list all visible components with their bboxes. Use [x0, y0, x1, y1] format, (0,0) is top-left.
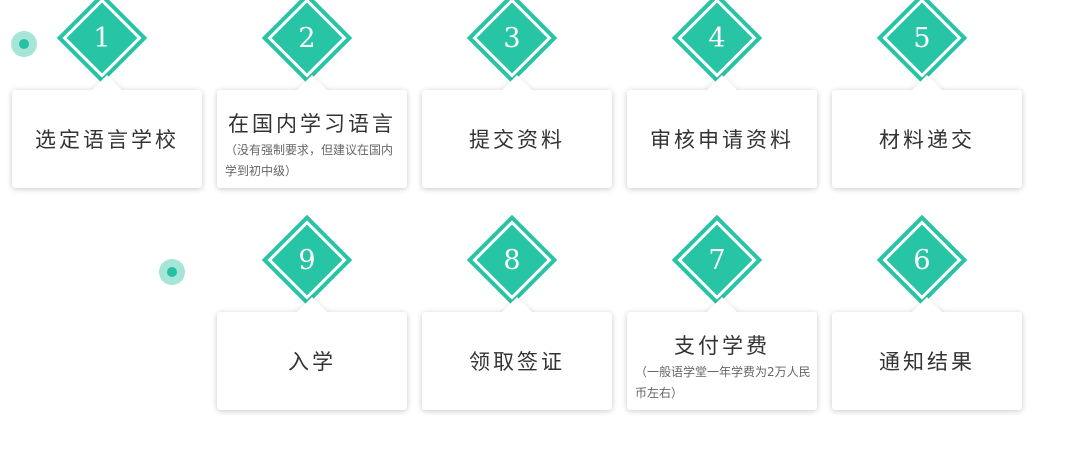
step-title: 在国内学习语言 [228, 112, 396, 136]
step-number: 4 [708, 22, 726, 54]
timeline-dot-top-inner [19, 39, 29, 49]
step-number: 5 [913, 22, 931, 54]
step-note: （没有强制要求，但建议在国内学到初中级） [225, 143, 394, 178]
step-number: 2 [298, 22, 316, 54]
step-2: 2 在国内学习语言 （没有强制要求，但建议在国内学到初中级） [217, 0, 407, 230]
step-1: 1 选定语言学校 [12, 0, 202, 230]
card-pointer [500, 75, 534, 109]
step-card: 支付学费 （一般语学堂一年学费为2万人民币左右） [627, 297, 817, 410]
step-card: 在国内学习语言 （没有强制要求，但建议在国内学到初中级） [217, 75, 407, 188]
step-number: 7 [708, 244, 726, 276]
step-title: 通知结果 [879, 350, 975, 374]
step-number-badge: 5 [884, 0, 960, 76]
step-card: 选定语言学校 [12, 75, 202, 188]
step-note: （一般语学堂一年学费为2万人民币左右） [635, 365, 811, 400]
step-title: 提交资料 [469, 128, 565, 152]
step-number: 8 [503, 244, 521, 276]
step-number: 9 [298, 244, 316, 276]
card-pointer [705, 297, 739, 331]
step-card: 通知结果 [832, 297, 1022, 410]
step-number-badge: 2 [269, 0, 345, 76]
card-pointer [910, 75, 944, 109]
timeline-dot-bottom-inner [167, 267, 177, 277]
step-3: 3 提交资料 [422, 0, 612, 230]
step-number-badge: 3 [474, 0, 550, 76]
step-number: 6 [913, 244, 931, 276]
step-number-badge: 6 [884, 222, 960, 298]
step-title: 领取签证 [469, 350, 565, 374]
card-pointer [295, 297, 329, 331]
step-title: 选定语言学校 [35, 128, 179, 152]
step-8: 8 领取签证 [422, 222, 612, 452]
step-number-badge: 7 [679, 222, 755, 298]
step-5: 5 材料递交 [832, 0, 1022, 230]
step-card: 审核申请资料 [627, 75, 817, 188]
step-9: 9 入学 [217, 222, 407, 452]
card-pointer [705, 75, 739, 109]
step-card: 提交资料 [422, 75, 612, 188]
step-number-badge: 8 [474, 222, 550, 298]
step-card: 材料递交 [832, 75, 1022, 188]
step-title: 支付学费 [674, 334, 770, 358]
step-number: 1 [93, 22, 111, 54]
step-number-badge: 1 [64, 0, 140, 76]
step-card: 入学 [217, 297, 407, 410]
step-4: 4 审核申请资料 [627, 0, 817, 230]
card-pointer [90, 75, 124, 109]
step-title: 入学 [288, 350, 336, 374]
timeline-dot-bottom [159, 259, 185, 285]
timeline-dot-top [11, 31, 37, 57]
step-card: 领取签证 [422, 297, 612, 410]
step-number: 3 [503, 22, 521, 54]
step-number-badge: 9 [269, 222, 345, 298]
step-title: 审核申请资料 [650, 128, 794, 152]
step-7: 7 支付学费 （一般语学堂一年学费为2万人民币左右） [627, 222, 817, 452]
card-pointer [500, 297, 534, 331]
step-title: 材料递交 [879, 128, 975, 152]
card-pointer [910, 297, 944, 331]
step-number-badge: 4 [679, 0, 755, 76]
step-6: 6 通知结果 [832, 222, 1022, 452]
card-pointer [295, 75, 329, 109]
